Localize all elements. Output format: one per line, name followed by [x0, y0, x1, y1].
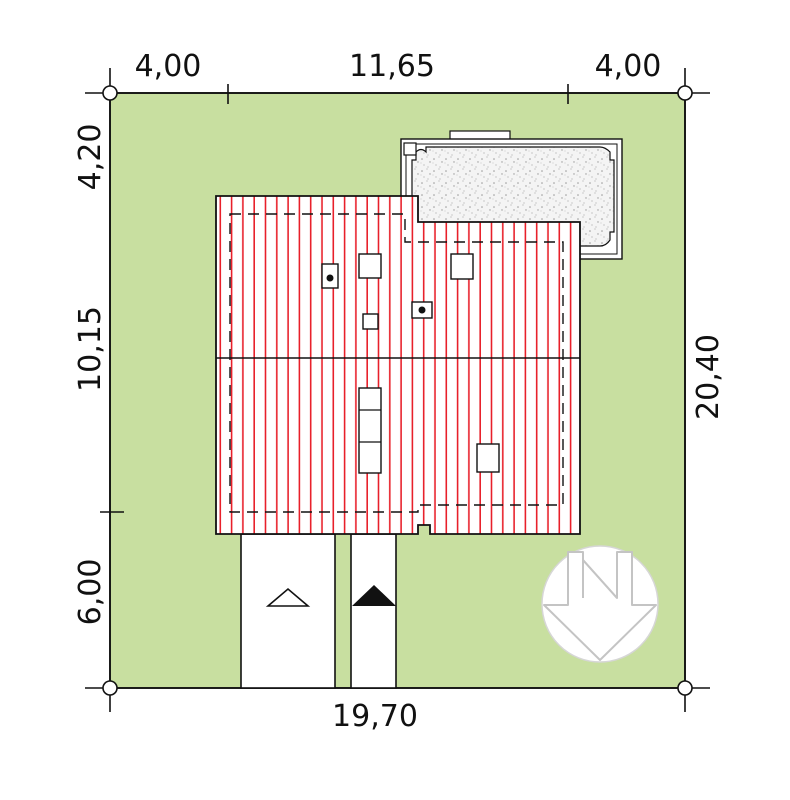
dim-left-bottom: 6,00 — [73, 559, 108, 626]
dim-bottom: 19,70 — [332, 699, 418, 734]
dimension-markers — [102, 85, 693, 696]
north-arrow-icon — [541, 545, 659, 663]
triangle-filled-icon — [352, 585, 396, 606]
roof — [215, 195, 581, 535]
dim-top-right: 4,00 — [595, 49, 662, 84]
driveway — [240, 533, 397, 689]
dim-top-middle: 11,65 — [349, 49, 435, 84]
triangle-outline-icon — [265, 587, 311, 607]
dim-left-middle: 10,15 — [73, 306, 108, 392]
dim-left-top: 4,20 — [73, 124, 108, 191]
dim-right: 20,40 — [691, 334, 726, 420]
dimension-lines — [85, 68, 710, 712]
dim-top-left: 4,00 — [135, 49, 202, 84]
